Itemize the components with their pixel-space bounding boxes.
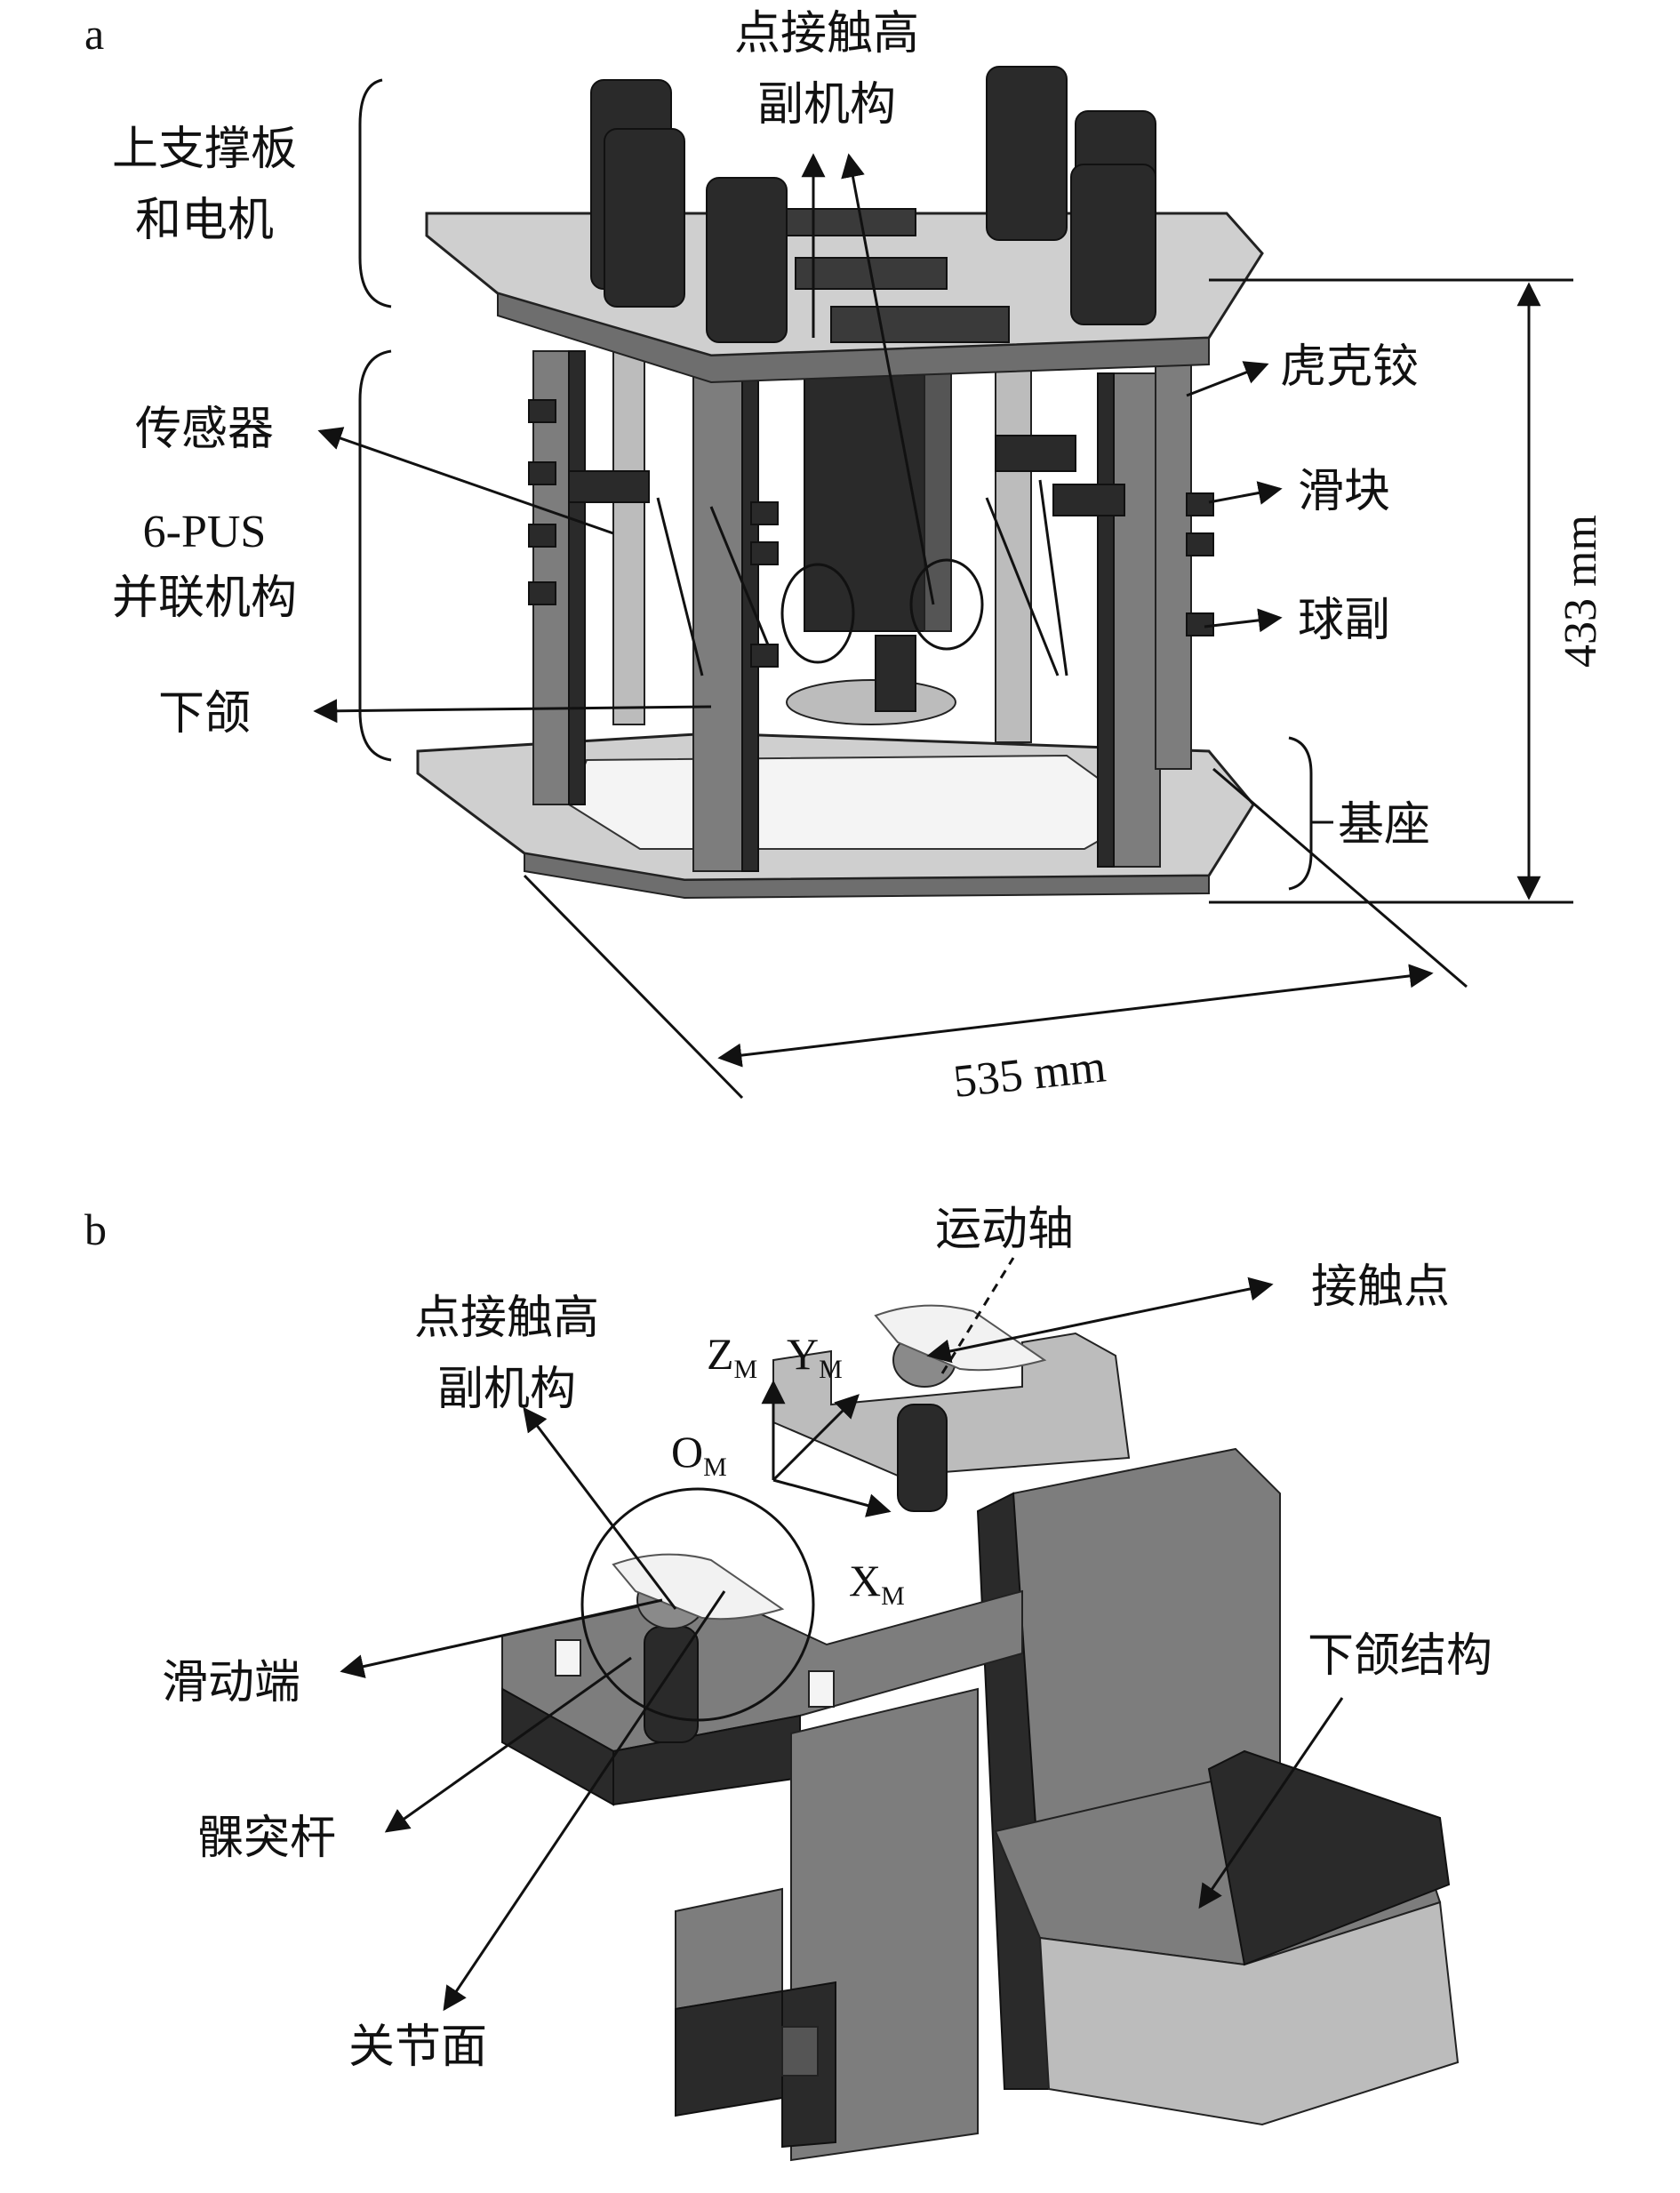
panel-b-letter: b — [84, 1205, 107, 1254]
label-joint-surface: 关节面 — [348, 2021, 487, 2074]
label-contact-pair-l1: 点接触高 — [414, 1292, 599, 1345]
axis-o-label: OM — [671, 1427, 727, 1482]
label-sliding-end: 滑动端 — [162, 1656, 300, 1709]
motors — [590, 66, 1156, 343]
central-mechanism — [528, 355, 1214, 725]
label-motion-axis: 运动轴 — [935, 1203, 1074, 1256]
dim-width-left — [523, 874, 744, 1100]
label-pus-l2: 并联机构 — [112, 572, 297, 625]
arrow-sensor — [317, 427, 614, 535]
dim-width-label: 535 mm — [951, 1041, 1108, 1108]
label-hooke: 虎克铰 — [1280, 340, 1419, 394]
arrow-condyle-rod — [384, 1656, 632, 1833]
label-sensor: 传感器 — [135, 403, 274, 456]
label-upper-plate-l1: 上支撑板 — [112, 123, 297, 176]
label-contact-pair-l2: 副机构 — [757, 78, 896, 132]
label-ball-pair: 球副 — [1298, 594, 1390, 647]
label-base: 基座 — [1338, 798, 1430, 852]
panel-b: b — [84, 1203, 1492, 2162]
arrow-mandible — [313, 699, 712, 724]
arrow-slider — [1208, 481, 1283, 505]
label-slider: 滑块 — [1298, 465, 1390, 518]
dim-height-label: 433 mm — [1556, 515, 1606, 668]
label-upper-plate-l2: 和电机 — [135, 194, 274, 247]
arrow-sliding-end — [340, 1598, 663, 1678]
arrow-ball — [1204, 608, 1283, 633]
arrow-hooke — [1186, 361, 1269, 397]
axis-x-label: XM — [849, 1556, 905, 1611]
leader-motion-axis — [940, 1257, 1015, 1374]
axis-y — [772, 1394, 860, 1482]
pus-columns — [532, 350, 1192, 872]
brace-base — [1288, 736, 1313, 891]
brace-pus — [358, 349, 392, 762]
label-contact-pair-l2: 副机构 — [437, 1363, 576, 1416]
label-contact-pair-l1: 点接触高 — [734, 7, 919, 60]
dim-width-arrow — [717, 964, 1434, 1068]
label-mandible: 下颌 — [158, 687, 251, 740]
label-pus-l1: 6-PUS — [143, 507, 267, 557]
label-contact-point: 接触点 — [1311, 1261, 1450, 1314]
arrow-joint-surface — [443, 1590, 726, 2012]
joint-surface-left — [612, 1553, 785, 1621]
axis-z-label: ZM — [707, 1329, 757, 1384]
axis-y-label: YM — [787, 1329, 843, 1384]
arrow-contact-pair — [523, 1406, 677, 1610]
arrow-contact-pair-2 — [841, 153, 935, 605]
panel-a-letter: a — [84, 9, 104, 59]
highlight-circle — [580, 1487, 815, 1722]
label-mandible-structure: 下颌结构 — [1308, 1629, 1492, 1683]
mandible-structure — [501, 1332, 1460, 2162]
axis-x — [772, 1478, 892, 1517]
dim-width-right — [1212, 767, 1468, 988]
brace-upper — [358, 78, 392, 308]
arrow-mandible-structure — [1198, 1697, 1344, 1909]
arrow-contact-point — [926, 1277, 1274, 1364]
label-condyle-rod: 髁突杆 — [197, 1812, 336, 1865]
panel-a: a — [84, 7, 1606, 1108]
